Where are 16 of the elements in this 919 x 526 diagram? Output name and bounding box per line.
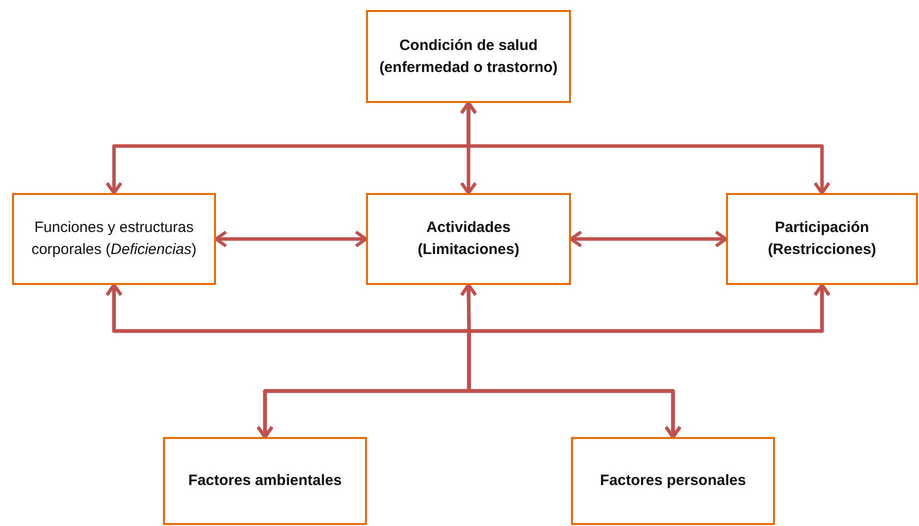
double-arrow xyxy=(569,230,728,248)
box xyxy=(163,437,367,525)
box xyxy=(726,193,918,285)
box xyxy=(366,193,571,285)
box-label: Participación (Restricciones) xyxy=(766,218,878,260)
box-label: Factores ambientales xyxy=(187,471,343,492)
box-label: Funciones y estructuras corporales (Deficiencias) xyxy=(30,218,198,260)
box-label: Factores personales xyxy=(599,471,747,492)
box-label: Actividades (Limitaciones) xyxy=(416,218,520,260)
box xyxy=(366,10,571,103)
double-arrow xyxy=(467,283,831,439)
box xyxy=(571,437,775,525)
double-arrow xyxy=(460,101,831,195)
double-arrow xyxy=(214,230,368,248)
box-label: Condición de salud (enfermedad o trastorno) xyxy=(378,36,559,78)
box xyxy=(12,193,216,285)
